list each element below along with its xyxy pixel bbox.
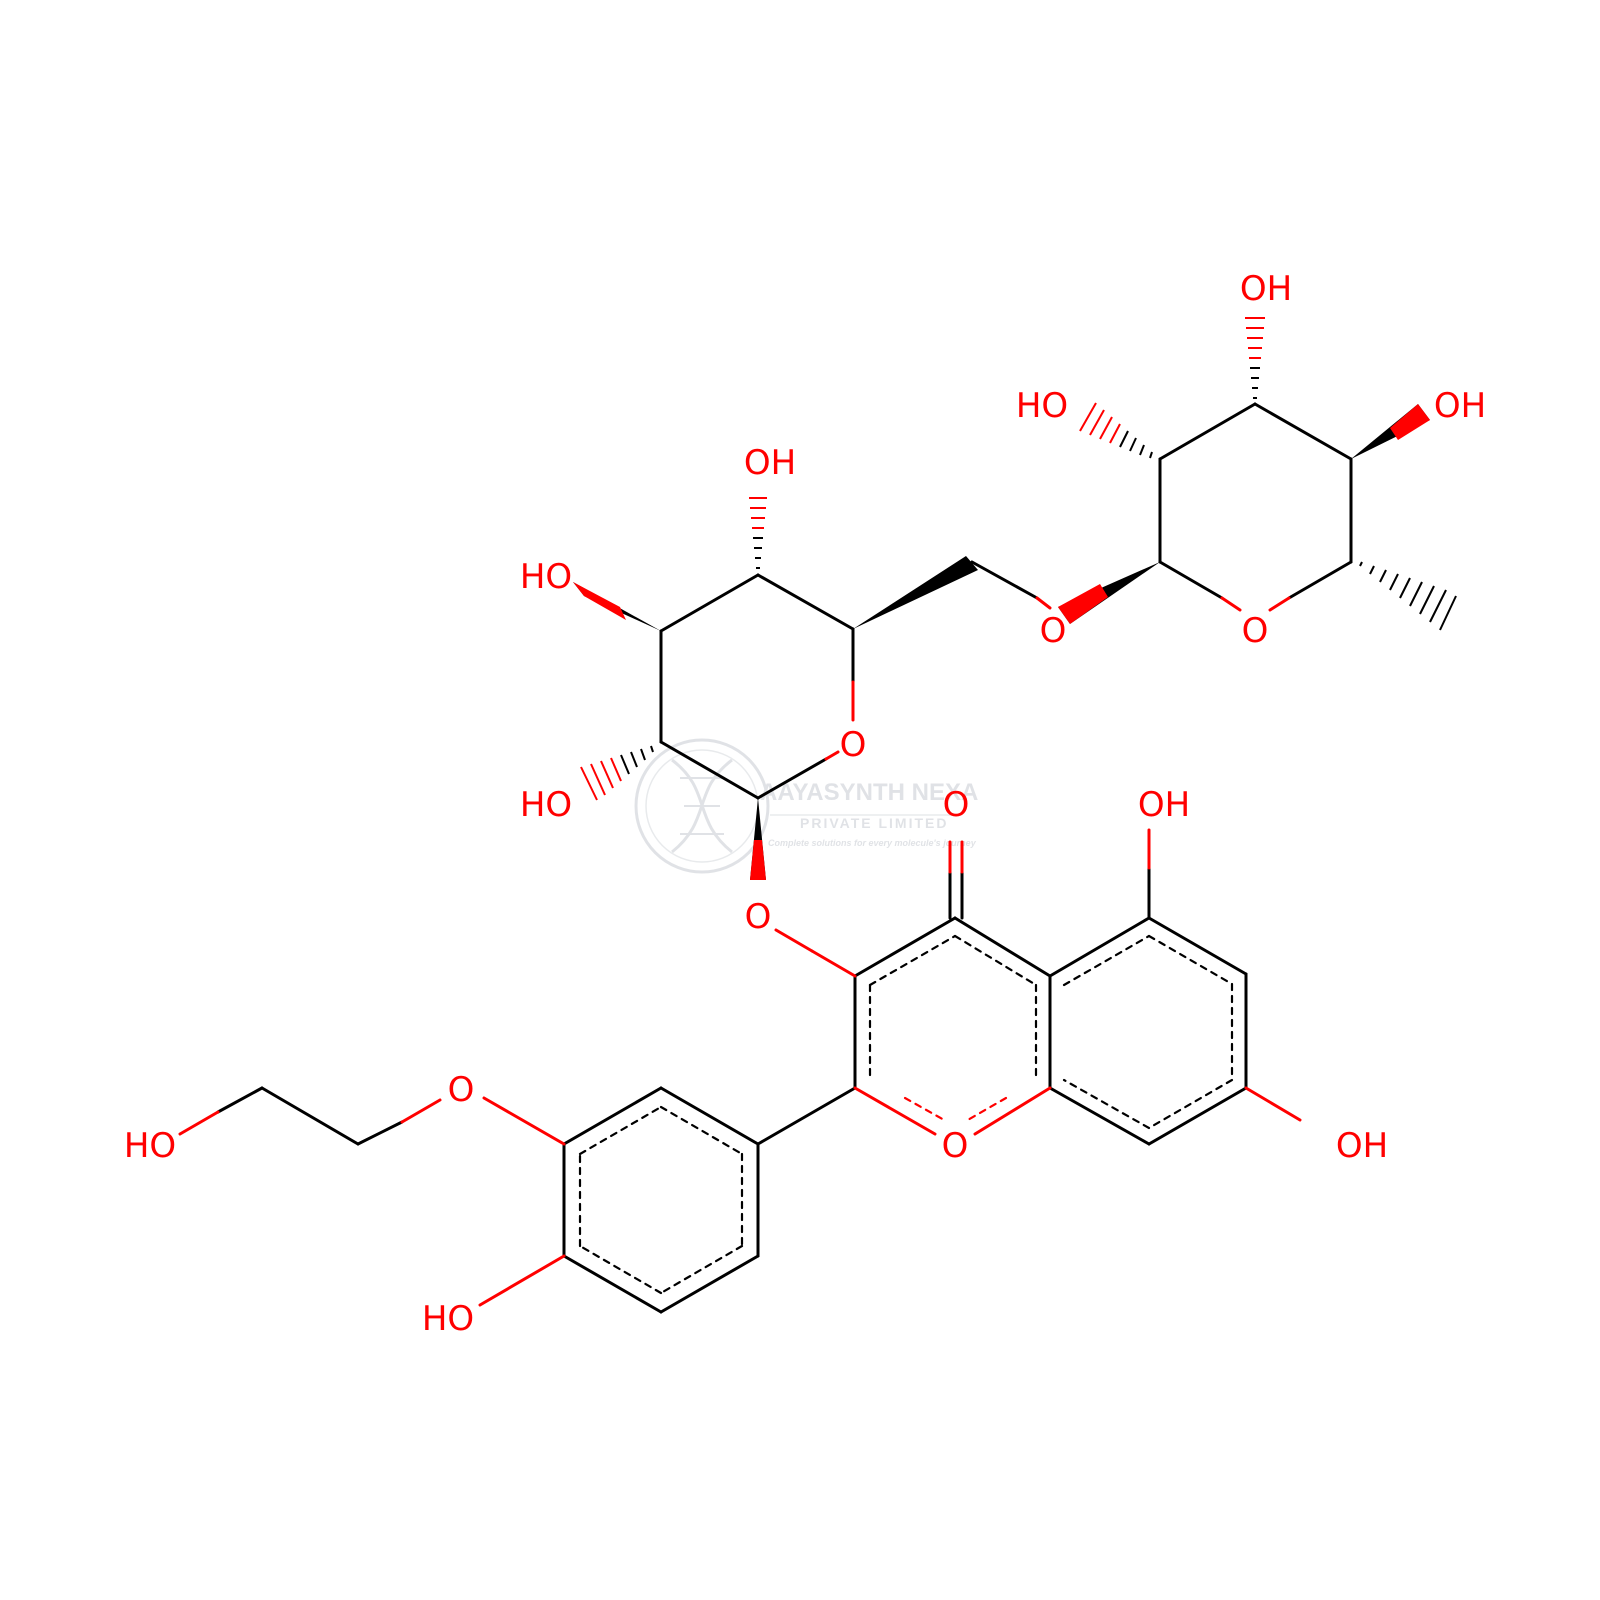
hydroxyl-label: OH [1240,269,1292,309]
dna-helix-icon [634,738,770,874]
hydroxyl-label: OH [1434,386,1486,426]
hydroxyl-label: OH [744,443,796,483]
watermark-company-name: AAYASYNTH NEXA [760,779,978,806]
hydroxyl-label: OH [1138,785,1190,825]
bond [659,573,760,633]
bond [659,1254,760,1314]
ether-oxygen-label: O [448,1070,475,1110]
carbonyl-oxygen-label: O [943,785,970,825]
hashed-wedge [1250,367,1260,399]
hydroxyl-label: HO [422,1299,474,1339]
bond [562,1254,663,1314]
bond [1287,560,1353,600]
bond-layer [216,402,1353,1314]
ether-oxygen-label: O [745,897,772,937]
bond [953,916,1052,978]
watermark-tagline: Complete solutions for every molecule's … [768,838,977,848]
bond [970,560,1039,600]
hydroxyl-label: HO [1016,386,1068,426]
bond [1253,402,1353,461]
ring-oxygen-label: O [1242,611,1269,651]
bond [1158,402,1257,461]
bond [1048,916,1151,978]
hydroxyl-label: HO [124,1126,176,1166]
bond [756,573,855,631]
ring-oxygen-label: O [942,1126,969,1166]
watermark-company-subtitle: PRIVATE LIMITED [800,815,948,831]
bond [756,1086,857,1146]
ether-oxygen-label: O [1040,611,1067,651]
stereo-bond-layer [573,317,1457,880]
ring-oxygen-label: O [840,725,867,765]
bond [562,1086,663,1146]
bond [356,1120,404,1146]
bond [260,1086,360,1146]
bond [659,740,760,800]
bond [216,1086,264,1114]
bond [1158,560,1224,600]
bond [1147,1086,1248,1146]
bond [1147,916,1248,976]
hydroxyl-label: OH [1336,1126,1388,1166]
heteroatom-bond-layer [178,596,1302,1307]
hydroxyl-label: HO [520,557,572,597]
bond [659,1086,760,1146]
atom-label-layer: O OH HO OH O OH HO O HO O O OH O OH O HO… [124,269,1486,1339]
bond [853,916,957,978]
bond [756,757,828,800]
bond [1048,1086,1151,1146]
watermark: AAYASYNTH NEXA PRIVATE LIMITED Complete … [634,738,978,874]
hydroxyl-label: HO [520,785,572,825]
